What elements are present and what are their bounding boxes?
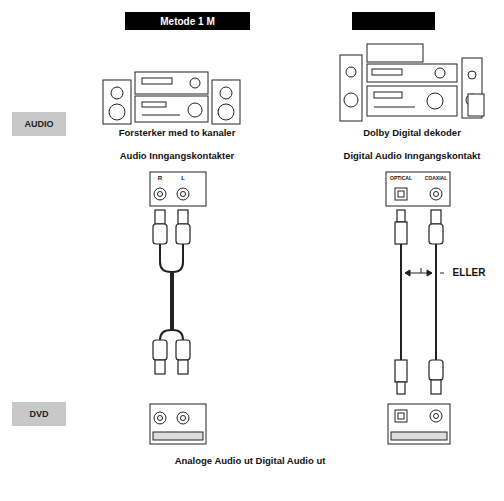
caption-label: R — [158, 175, 162, 182]
node-text: DVD — [29, 409, 48, 419]
caption-label: OPTICAL — [390, 176, 412, 182]
dolby-digital-decoder — [340, 44, 484, 121]
caption-label: Analoge Audio ut Digital Audio ut — [175, 456, 326, 466]
caption-label: L — [181, 175, 185, 182]
title-bar: Metode 1 M — [125, 12, 250, 30]
digital-input-panel — [386, 172, 450, 206]
eller-pointer — [405, 268, 444, 276]
section-label: DVD — [12, 402, 66, 426]
stereo-rca-cable — [153, 210, 190, 374]
audio-input-panel — [150, 172, 206, 206]
node-text: AUDIO — [25, 119, 54, 129]
caption-label: Audio Inngangskontakter — [120, 151, 235, 161]
section-label: AUDIO — [12, 112, 66, 136]
header-bar — [352, 12, 435, 30]
digital-audio-cables — [395, 210, 443, 394]
caption-label: COAXIAL — [425, 176, 448, 182]
caption-label: Digital Audio Inngangskontakt — [344, 151, 481, 161]
caption-label: Dolby Digital dekoder — [363, 128, 461, 138]
dvd-output-panel — [150, 404, 450, 444]
node-text: Metode 1 M — [160, 16, 214, 27]
caption-label: Forsterker med to kanaler — [119, 128, 236, 138]
two-channel-amplifier — [103, 72, 240, 124]
caption-label: ELLER — [453, 267, 486, 278]
